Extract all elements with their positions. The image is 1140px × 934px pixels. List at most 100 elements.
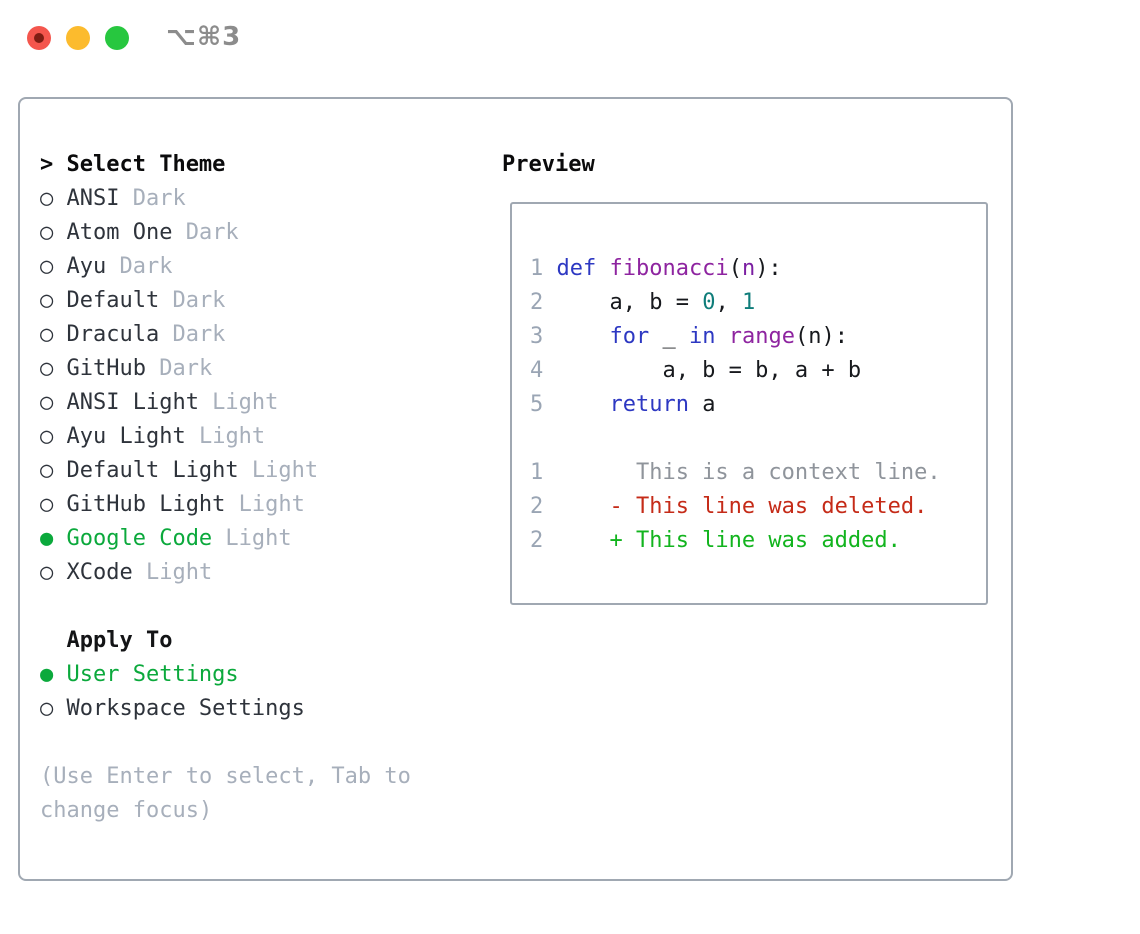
radio-selected-icon: ● — [40, 662, 67, 687]
variant-tag: Light — [212, 526, 292, 551]
variant-tag: Dark — [145, 356, 213, 381]
variant-tag: Light — [238, 458, 319, 483]
prompt-icon: > — [40, 152, 67, 177]
variant-tag: Dark — [159, 288, 226, 313]
code-token: a, b = b, a + b — [556, 358, 862, 383]
code-token: range — [728, 324, 795, 349]
option-label: XCode — [66, 560, 133, 585]
code-line: 5 return a — [530, 388, 976, 422]
theme-picker-panel: > Select Theme ○ ANSI Dark○ Atom One Dar… — [18, 97, 1013, 881]
spacer — [40, 726, 411, 760]
variant-tag: Dark — [106, 254, 173, 279]
option-label: Workspace Settings — [66, 696, 305, 721]
theme-option[interactable]: ○ GitHub Dark — [40, 352, 411, 386]
code-token: return — [609, 392, 689, 417]
code-line: 3 for _ in range(n): — [530, 320, 976, 354]
radio-unselected-icon: ○ — [40, 390, 67, 415]
code-token: + This line was added. — [556, 528, 901, 553]
line-number: 1 — [530, 256, 544, 281]
indent — [40, 624, 66, 658]
apply-to-option[interactable]: ○ Workspace Settings — [40, 692, 411, 726]
preview-title: Preview — [502, 152, 595, 177]
select-theme-header: > Select Theme — [40, 148, 411, 182]
option-label: ANSI Light — [66, 390, 199, 415]
radio-unselected-icon: ○ — [40, 492, 67, 517]
variant-tag: Light — [198, 390, 279, 415]
option-label: Dracula — [66, 322, 160, 347]
option-label: GitHub — [66, 356, 146, 381]
radio-unselected-icon: ○ — [40, 356, 67, 381]
code-token: fibonacci — [609, 256, 729, 281]
variant-tag: Dark — [159, 322, 226, 347]
theme-list: ○ ANSI Dark○ Atom One Dark○ Ayu Dark○ De… — [40, 182, 411, 590]
radio-unselected-icon: ○ — [40, 186, 67, 211]
close-button[interactable] — [27, 26, 51, 50]
theme-option[interactable]: ○ GitHub Light Light — [40, 488, 411, 522]
apply-to-option[interactable]: ● User Settings — [40, 658, 411, 692]
variant-tag: Light — [132, 560, 213, 585]
line-number: 3 — [530, 324, 544, 349]
code-token: in — [688, 324, 716, 349]
help-line: (Use Enter to select, Tab to — [40, 764, 411, 789]
theme-option[interactable]: ○ Ayu Dark — [40, 250, 411, 284]
radio-unselected-icon: ○ — [40, 254, 67, 279]
theme-option[interactable]: ○ Default Dark — [40, 284, 411, 318]
variant-tag: Dark — [119, 186, 186, 211]
code-token: ( — [728, 256, 742, 281]
theme-option[interactable]: ● Google Code Light — [40, 522, 411, 556]
line-number: 2 — [530, 528, 544, 553]
option-label: Ayu Light — [66, 424, 186, 449]
code-token: for — [609, 324, 650, 349]
theme-option[interactable]: ○ Atom One Dark — [40, 216, 411, 250]
theme-option[interactable]: ○ Default Light Light — [40, 454, 411, 488]
option-label: GitHub Light — [66, 492, 226, 517]
radio-unselected-icon: ○ — [40, 458, 67, 483]
code-line: 2 - This line was deleted. — [530, 490, 976, 524]
option-label: Ayu — [66, 254, 107, 279]
code-token: 1 — [741, 290, 756, 315]
code-token: 0 — [702, 290, 716, 315]
theme-option[interactable]: ○ XCode Light — [40, 556, 411, 590]
radio-unselected-icon: ○ — [40, 322, 67, 347]
variant-tag: Light — [225, 492, 305, 517]
apply-to-header: Apply To — [40, 624, 411, 658]
zoom-button[interactable] — [105, 26, 129, 50]
theme-option[interactable]: ○ Ayu Light Light — [40, 420, 411, 454]
code-token: ): — [755, 256, 782, 281]
theme-option[interactable]: ○ ANSI Dark — [40, 182, 411, 216]
option-label: Google Code — [66, 526, 213, 551]
code-token: def — [556, 256, 610, 281]
code-line: 2 + This line was added. — [530, 524, 976, 558]
option-label: Atom One — [66, 220, 173, 245]
theme-option[interactable]: ○ ANSI Light Light — [40, 386, 411, 420]
apply-to-title: Apply To — [66, 628, 173, 653]
left-column: > Select Theme ○ ANSI Dark○ Atom One Dar… — [40, 148, 411, 828]
radio-unselected-icon: ○ — [40, 560, 67, 585]
line-number: 5 — [530, 392, 544, 417]
option-label: Default Light — [66, 458, 239, 483]
code-token — [715, 324, 728, 349]
code-token: a, b = — [556, 290, 703, 315]
code-token: - This line was deleted. — [556, 494, 928, 519]
code-line: 4 a, b = b, a + b — [530, 354, 976, 388]
spacer — [40, 590, 411, 624]
code-line: 2 a, b = 0, 1 — [530, 286, 976, 320]
titlebar: ⌥⌘3 — [0, 0, 1140, 76]
theme-option[interactable]: ○ Dracula Dark — [40, 318, 411, 352]
select-theme-title: Select Theme — [66, 152, 226, 177]
line-number: 4 — [530, 358, 544, 383]
close-dot-icon — [34, 33, 44, 43]
radio-unselected-icon: ○ — [40, 220, 67, 245]
line-number: 2 — [530, 494, 544, 519]
code-token: , — [715, 290, 742, 315]
variant-tag: Light — [185, 424, 266, 449]
radio-unselected-icon: ○ — [40, 288, 67, 313]
minimize-button[interactable] — [66, 26, 90, 50]
apply-to-list: ● User Settings○ Workspace Settings — [40, 658, 411, 726]
code-token: (n): — [794, 324, 848, 349]
